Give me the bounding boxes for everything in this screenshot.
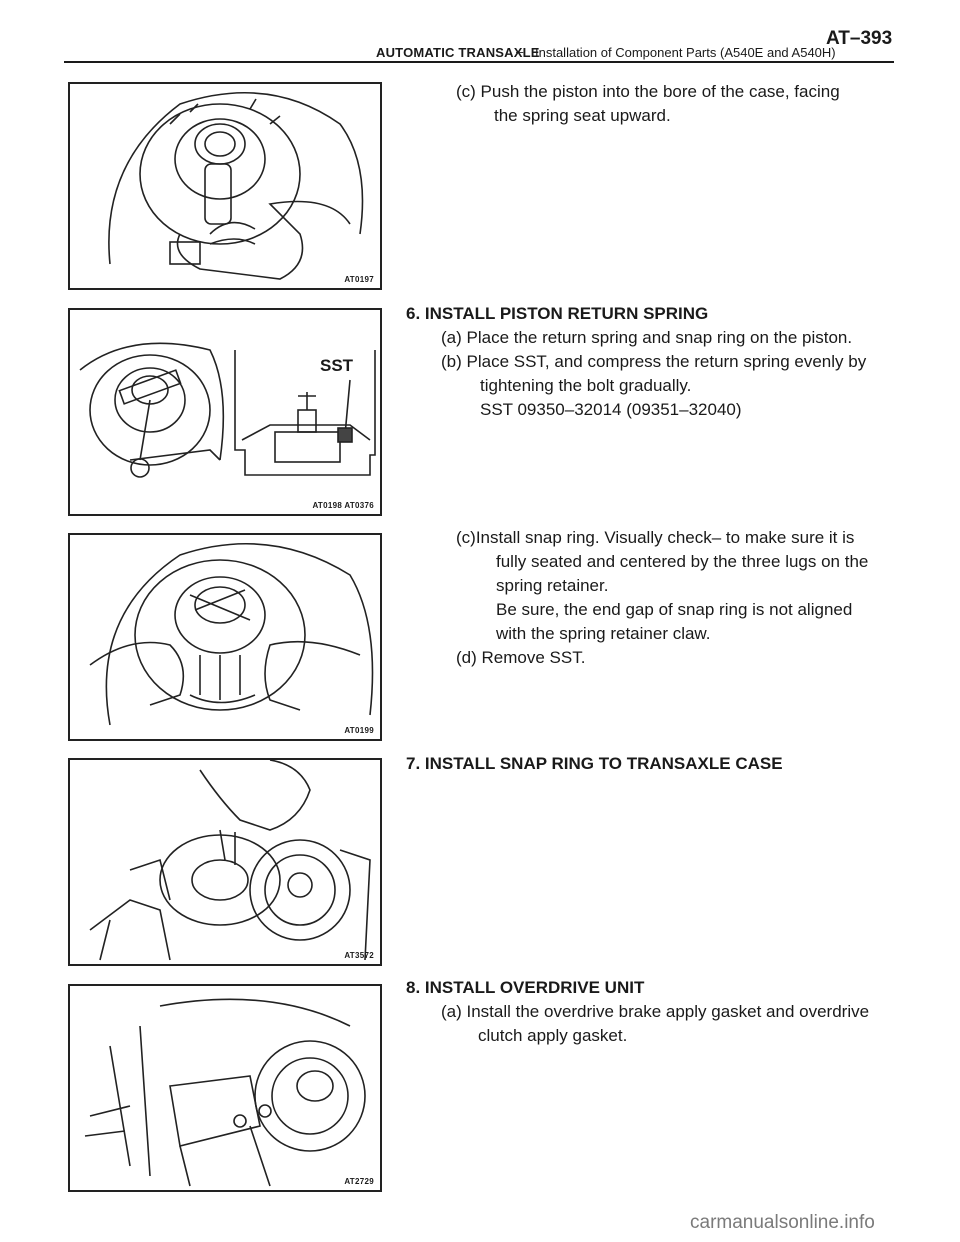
step-6b-line-1: (b) Place SST, and compress the return s… <box>441 352 867 371</box>
sst-callout: SST <box>320 356 354 375</box>
figure-piston-push: AT0197 <box>68 82 382 290</box>
snap-ring-illustration <box>89 542 374 726</box>
section-title: AUTOMATIC TRANSAXLE <box>376 45 540 60</box>
subsection-title: Installation of Component Parts (A540E a… <box>535 45 836 60</box>
step-6c-line-1: (c)Install snap ring. Visually check– to… <box>456 528 855 547</box>
header-rule <box>64 61 894 63</box>
figure-code: AT2729 <box>344 1177 374 1186</box>
step-8-heading: 8. INSTALL OVERDRIVE UNIT <box>406 978 645 997</box>
overdrive-unit-illustration <box>84 998 366 1187</box>
header-separator: – <box>516 44 524 59</box>
step-6-heading: 6. INSTALL PISTON RETURN SPRING <box>406 304 709 323</box>
figure-transaxle-case: AT3572 <box>68 758 382 966</box>
step-5c-line-2: the spring seat upward. <box>494 106 671 125</box>
step-8a-line-1: (a) Install the overdrive brake apply ga… <box>441 1002 870 1021</box>
figure-code: AT3572 <box>344 951 374 960</box>
step-6a: (a) Place the return spring and snap rin… <box>441 328 853 347</box>
page-header: AUTOMATIC TRANSAXLE – Installation of Co… <box>0 0 960 64</box>
figure-snap-ring-install: AT0199 <box>68 533 382 741</box>
piston-push-illustration <box>108 91 364 280</box>
step-6c-line-3: spring retainer. <box>496 576 609 595</box>
step-6c-line-4: Be sure, the end gap of snap ring is not… <box>496 600 853 619</box>
page-number: AT–393 <box>826 28 893 49</box>
step-8a-line-2: clutch apply gasket. <box>478 1026 628 1045</box>
watermark: carmanualsonline.info <box>690 1212 875 1233</box>
figure-code: AT0198 AT0376 <box>312 501 374 510</box>
figure-return-spring: SST AT0198 AT0376 <box>68 308 382 516</box>
figure-overdrive-unit: AT2729 <box>68 984 382 1192</box>
step-6b-line-2: tightening the bolt gradually. <box>480 376 692 395</box>
transaxle-case-illustration <box>89 760 371 961</box>
figure-code: AT0197 <box>344 275 374 284</box>
step-7-heading: 7. INSTALL SNAP RING TO TRANSAXLE CASE <box>406 754 783 773</box>
step-6d: (d) Remove SST. <box>456 648 586 667</box>
step-6c-line-5: with the spring retainer claw. <box>496 624 711 643</box>
return-spring-illustration <box>79 342 376 478</box>
step-6c-line-2: fully seated and centered by the three l… <box>496 552 869 571</box>
step-5c-line-1: (c) Push the piston into the bore of the… <box>456 82 840 101</box>
figure-code: AT0199 <box>344 726 374 735</box>
sst-part-number: SST 09350–32014 (09351–32040) <box>480 400 742 419</box>
